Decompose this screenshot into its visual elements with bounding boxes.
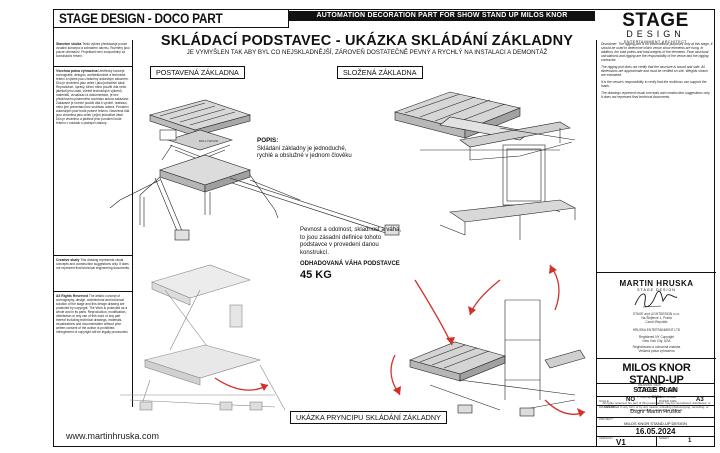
address-line: Na Šlejferce 1, Praha <box>641 316 672 321</box>
project-label: PROJECT <box>599 417 614 421</box>
folding-principle-right-drawing <box>409 299 586 417</box>
address-line: Registered NY Copyright <box>638 334 675 339</box>
description-title: POPIS: <box>257 137 279 144</box>
designer-subtitle: STAGE DESIGN <box>637 288 676 292</box>
header-project-title: STAGE DESIGN - DOCO PART <box>53 9 289 28</box>
note-title: Všechna práva vyhrazena <box>56 69 98 73</box>
label-folding-principle: UKÁZKA PRYNCIPU SKLÁDÁNÍ ZÁKLADNY <box>290 411 447 424</box>
address-line: New York City, USA <box>642 339 671 344</box>
version-label: VERSION <box>599 436 613 440</box>
website-url[interactable]: www.martinhruska.com <box>66 431 160 441</box>
cell-divider <box>656 436 657 447</box>
folded-base-drawing <box>393 91 576 161</box>
row-drawn <box>596 405 715 406</box>
paper-size-value: A3 <box>696 397 704 403</box>
main-subtitle: JE VYMYŠLEN TAK ABY BYL CO NEJSKLADNĚJŠÍ… <box>186 49 548 56</box>
tour-title-line1: MILOS KNOR <box>622 362 691 374</box>
divider <box>597 272 716 273</box>
row-date <box>596 426 715 427</box>
divider <box>597 358 716 359</box>
logo-design-text: DESIGN <box>626 29 685 39</box>
note-title: Creative study <box>56 258 80 262</box>
disclaimer-p4: The drawings represent visual concepts a… <box>601 91 711 99</box>
upright-frame-drawing <box>439 144 576 240</box>
strength-line: podstavce v provedení danou <box>300 242 379 248</box>
note-text: The artistic concept of scenography, des… <box>56 294 129 334</box>
main-title: SKLÁDACÍ PODSTAVEC - UKÁZKA SKLÁDÁNÍ ZÁK… <box>160 33 574 49</box>
sheet-frame <box>53 9 715 447</box>
note-text: Umělecký koncept scénografie, designu, a… <box>56 69 130 125</box>
label-folded-base: SLOŽENÁ ZÁKLADNA <box>337 66 423 79</box>
description-line: rychlé a obslužné v jednom člověku <box>257 153 352 159</box>
tour-subtitle: CZECH TOUR <box>636 388 677 394</box>
signature-graphic <box>634 290 678 308</box>
address-line: STAGE and LIGHTDESIGN s.r.o. <box>632 312 681 316</box>
drawing-view-value: STAGE PLAN <box>633 387 678 394</box>
title-table: DRAWING VIEW STAGE PLAN SCALE NO PAPER S… <box>596 383 715 447</box>
assembled-base-drawing: BOLLYWOOD <box>109 99 301 227</box>
motion-arrows <box>214 264 586 417</box>
paper-size-label: PAPER SIZE <box>659 399 677 403</box>
title-block-column: Disclaimer: The rigging plot is for info… <box>596 40 716 447</box>
note-title: All Rights Reserved <box>56 294 89 298</box>
disclaimer-p2: The rigging plot does not certify that t… <box>601 65 708 77</box>
disclaimer-p1: Disclaimer: The rigging plot is for info… <box>601 42 713 62</box>
designer-name: MARTIN HRUSKA <box>619 279 694 288</box>
folding-principle-left-drawing <box>120 264 286 411</box>
label-assembled-base: POSTAVENÁ ZÁKLADNA <box>150 66 245 79</box>
date-value: 16.05.2024 <box>635 427 676 436</box>
row-scale <box>596 396 715 397</box>
version-value: V1 <box>616 438 626 447</box>
strength-line: konstrukcí. <box>300 249 330 256</box>
scale-label: SCALE <box>599 399 609 403</box>
description-block: POPIS: Skládání základny je jednoduché, … <box>257 137 377 161</box>
note-block-creative: Creative study This drawing represents v… <box>53 256 133 292</box>
row-version <box>596 436 715 437</box>
address-line: Registrováno a ochranná známka <box>632 345 681 350</box>
logo-stage-text: STAGE <box>622 10 689 31</box>
logo-sub-text: ENTERTAINMENT ARCHITECT <box>623 40 687 44</box>
weight-value: 45 KG <box>300 269 332 281</box>
strength-line: to jsou zásadní definice tohoto <box>300 234 382 241</box>
sheet-value: 1 <box>688 438 692 444</box>
description-line: Skládání základny je jednoduché, <box>257 145 347 152</box>
weight-label: ODHADOVANÁ VÁHA PODSTAVCE <box>300 261 400 267</box>
long-arms-drawing <box>154 177 400 241</box>
note-block-rights: All Rights Reserved The artistic concept… <box>53 292 133 407</box>
row-project <box>596 417 715 418</box>
cell-divider <box>656 396 657 405</box>
disclaimer-text: Disclaimer: The rigging plot is for info… <box>601 42 713 99</box>
note-text: Tento výkres představuje pouze vizuální … <box>56 42 130 58</box>
drawn-by-value: Dsgnr Martin Hruška <box>630 409 681 415</box>
sheet-label: SHEET <box>659 436 670 440</box>
project-value: MILOS KNOR STAND-UP DESIGN <box>624 421 687 426</box>
svg-text:BOLLYWOOD: BOLLYWOOD <box>199 139 219 143</box>
address-line: Veškerá práva vyhrazena <box>638 349 675 354</box>
disclaimer-p3: It is the venue's responsibility to veri… <box>601 80 707 88</box>
address-line: HRUSKA ENTERTAINMENT LTD <box>632 327 681 332</box>
note-text: This drawing represents visual concepts … <box>56 258 130 270</box>
row-drawing <box>596 383 715 384</box>
header-banner: AUTOMATION DECORATION PART FOR SHOW STAN… <box>289 11 595 21</box>
stage-design-logo: STAGE DESIGN ENTERTAINMENT ARCHITECT <box>598 10 713 44</box>
address-line: Czech Republic <box>645 320 668 325</box>
left-notes-column: Stavební složka Tento výkres představuje… <box>53 40 133 407</box>
address-block: STAGE and LIGHTDESIGN s.r.o. Na Šlejferc… <box>601 312 712 354</box>
strength-block: Pevnost a odolnost, skladnost a váha, to… <box>300 227 408 257</box>
scale-value: NO <box>626 397 635 403</box>
note-block-stavebni: Stavební složka Tento výkres představuje… <box>53 40 133 67</box>
strength-line: Pevnost a odolnost, skladnost a váha, <box>300 227 402 233</box>
drawn-by-label: DRAWN BY <box>599 405 616 409</box>
note-title: Stavební složka <box>56 42 82 46</box>
drawing-view-label: DRAWING VIEW <box>638 383 661 387</box>
note-block-prava: Všechna práva vyhrazena Umělecký koncept… <box>53 67 133 256</box>
